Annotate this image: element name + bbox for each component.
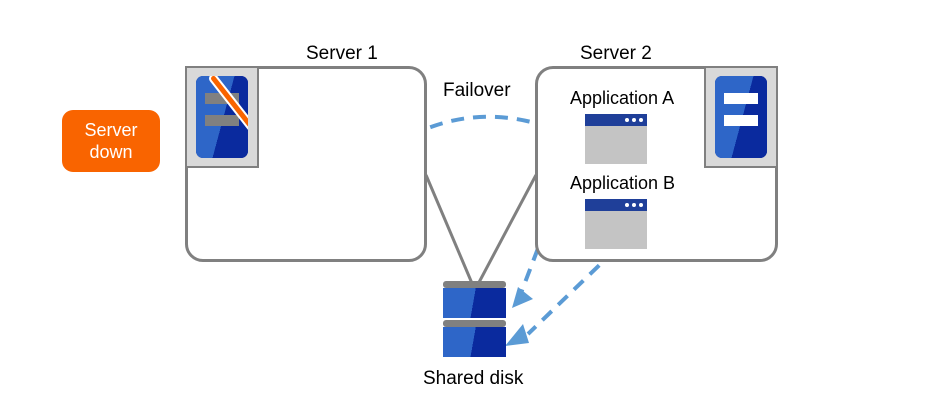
- rack-bar-bottom: [724, 115, 758, 126]
- rack-bar-top: [724, 93, 758, 104]
- window-dot-3-icon: [639, 118, 643, 122]
- status-badge-line1: Server: [84, 120, 138, 140]
- status-badge-line2: down: [89, 142, 133, 162]
- server-rack-active-icon: [715, 76, 767, 158]
- window-dot-2-icon: [632, 203, 636, 207]
- window-dot-1-icon: [625, 203, 629, 207]
- server2-title: Server 2: [580, 43, 652, 64]
- disk-platter-lower: [443, 327, 506, 357]
- rack-bar-bottom: [205, 115, 239, 126]
- window-dot-2-icon: [632, 118, 636, 122]
- failover-arrow-path: [409, 114, 552, 138]
- access-arrow-app-a-head-icon: [512, 287, 533, 308]
- window-dot-3-icon: [639, 203, 643, 207]
- disk-cap-middle: [443, 320, 506, 327]
- connector-line-server1-to-disk: [424, 174, 476, 289]
- connector-line-server2-to-disk: [474, 174, 538, 289]
- application-b-window-icon: [585, 199, 647, 249]
- access-arrow-app-b-head-icon: [505, 324, 529, 346]
- application-window-titlebar: [585, 114, 647, 126]
- disk-platter-upper: [443, 288, 506, 318]
- server-rack-down-icon: [196, 76, 248, 158]
- server1-rack-frame: [185, 66, 259, 168]
- shared-disk-icon: [443, 281, 506, 363]
- application-window-titlebar: [585, 199, 647, 211]
- shared-disk-label: Shared disk: [423, 368, 524, 389]
- server1-title: Server 1: [306, 43, 378, 64]
- application-a-label: Application A: [570, 88, 675, 108]
- rack-bar-top: [205, 93, 239, 104]
- application-a-window-icon: [585, 114, 647, 164]
- failover-label: Failover: [443, 80, 511, 101]
- application-b-label: Application B: [570, 173, 676, 193]
- status-badge-server-down: Server down: [62, 110, 160, 172]
- access-arrow-app-b-path: [526, 248, 617, 336]
- window-dot-1-icon: [625, 118, 629, 122]
- disk-cap-top: [443, 281, 506, 288]
- server2-rack-frame: [704, 66, 778, 168]
